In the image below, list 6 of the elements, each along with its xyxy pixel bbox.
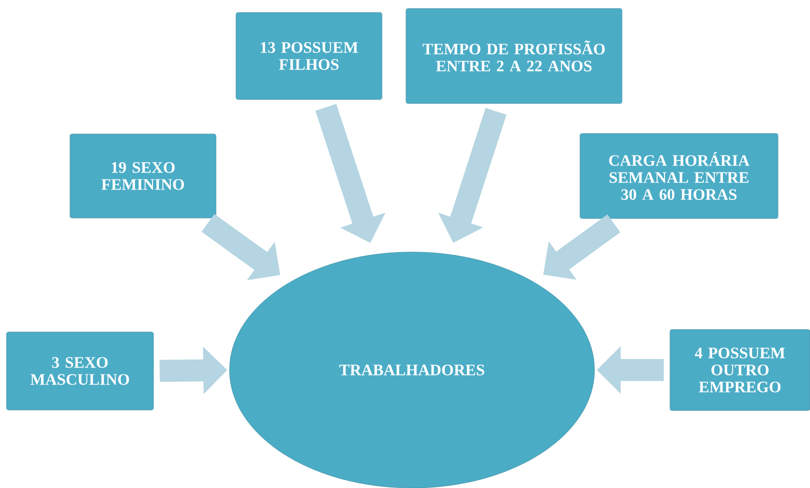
info-box: 13 POSSUEM FILHOS [236, 12, 382, 100]
info-box: CARGA HORÁRIA SEMANAL ENTRE 30 A 60 HORAS [580, 133, 778, 219]
info-box: TEMPO DE PROFISSÃO ENTRE 2 A 22 ANOS [406, 8, 622, 104]
info-box: 3 SEXO MASCULINO [6, 332, 154, 410]
info-box: 4 POSSUEM OUTRO EMPREGO [670, 329, 810, 411]
info-box: 19 SEXO FEMININO [70, 134, 216, 218]
